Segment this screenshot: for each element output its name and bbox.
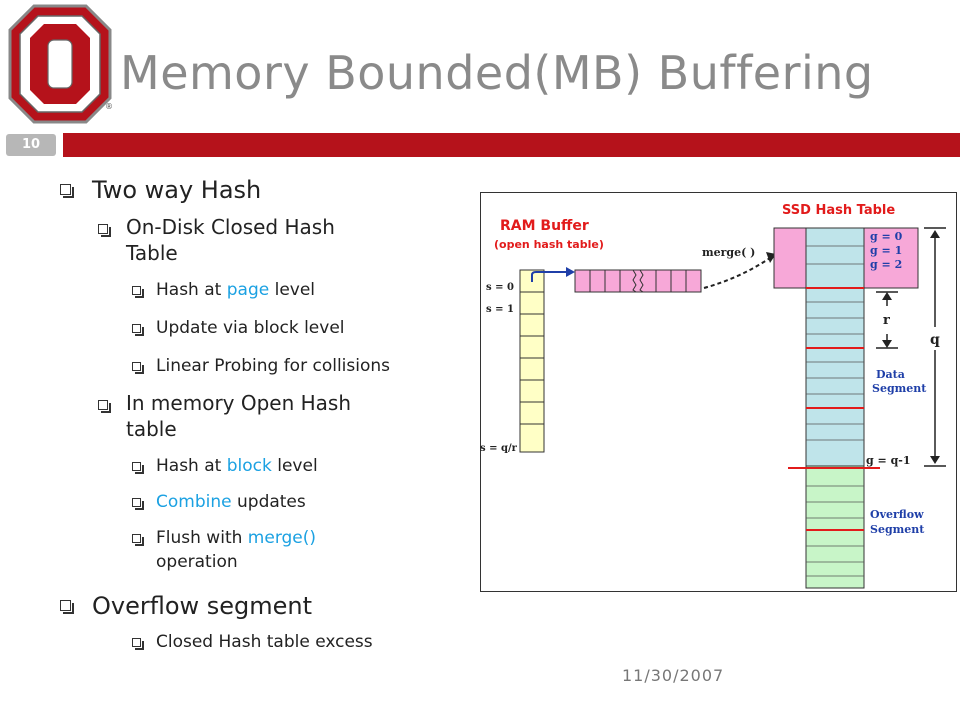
bullet-text: Hash at — [156, 280, 227, 300]
bullet-linear-probing: Linear Probing for collisions — [58, 354, 468, 378]
bullet-text: On-Disk Closed Hash — [126, 215, 335, 239]
label-r: r — [883, 313, 890, 328]
highlight-text: Combine — [156, 492, 232, 512]
bullet-text: updates — [231, 492, 306, 512]
checkbox-bullet-icon — [132, 362, 144, 374]
ram-buffer-subtitle: (open hash table) — [494, 238, 604, 251]
bullet-text: Update via block level — [156, 318, 345, 338]
ram-buffer-title: RAM Buffer — [500, 218, 589, 234]
label-q: q — [930, 332, 940, 348]
label-g2: g = 2 — [870, 258, 902, 271]
bullet-text-cont: operation — [156, 552, 238, 572]
data-segment-label-2: Segment — [872, 382, 927, 395]
checkbox-bullet-icon — [132, 286, 144, 298]
label-s1: s = 1 — [486, 304, 514, 315]
data-segment-label: Data — [876, 368, 905, 381]
overflow-segment-label-2: Segment — [870, 523, 925, 536]
bucket-chain — [574, 269, 702, 293]
q-dimension — [924, 227, 946, 467]
bullet-text: level — [271, 456, 318, 476]
ram-buffer-array — [519, 269, 545, 453]
slide-date: 11/30/2007 — [622, 666, 725, 685]
bullet-on-disk: On-Disk Closed Hash Table — [58, 214, 468, 266]
bullet-hash-page: Hash at page level — [58, 278, 468, 302]
label-g0: g = 0 — [870, 230, 903, 243]
checkbox-bullet-icon — [60, 184, 74, 198]
ram-link-arrow — [531, 271, 566, 282]
bullet-text: Overflow segment — [92, 592, 313, 620]
checkbox-bullet-icon — [132, 638, 144, 650]
bullet-text: Linear Probing for collisions — [156, 356, 390, 376]
bullet-text-cont: Table — [126, 241, 178, 265]
checkbox-bullet-icon — [98, 400, 111, 413]
bullet-overflow-segment: Overflow segment — [58, 588, 468, 624]
bullet-update-block: Update via block level — [58, 316, 468, 340]
bullet-text: In memory Open Hash — [126, 391, 352, 415]
bullet-in-memory: In memory Open Hash table — [58, 390, 468, 442]
bullet-text: Hash at — [156, 456, 227, 476]
bullet-closed-excess: Closed Hash table excess — [58, 630, 468, 654]
label-gq: g = q-1 — [866, 454, 910, 467]
bullet-flush: Flush with merge() operation — [58, 526, 468, 574]
highlight-text: page — [226, 280, 270, 300]
bullet-text-cont: table — [126, 417, 177, 441]
checkbox-bullet-icon — [60, 600, 74, 614]
highlight-text: block — [226, 456, 272, 476]
merge-label: merge( ) — [702, 246, 755, 259]
title-divider-bar — [63, 133, 960, 157]
ssd-hash-table — [773, 227, 919, 589]
overflow-segment-label: Overflow — [870, 508, 924, 521]
mb-buffering-diagram: RAM Buffer (open hash table) SSD Hash Ta… — [480, 192, 957, 592]
bullet-text: Closed Hash table excess — [156, 632, 373, 652]
bullet-text: Flush with — [156, 528, 248, 548]
checkbox-bullet-icon — [132, 324, 144, 336]
checkbox-bullet-icon — [132, 462, 144, 474]
slide-number: 10 — [6, 134, 56, 156]
label-g1: g = 1 — [870, 244, 902, 257]
highlight-text: merge() — [247, 528, 317, 548]
svg-text:®: ® — [105, 102, 113, 111]
bullet-two-way-hash: Two way Hash — [58, 172, 468, 208]
merge-arrow — [703, 257, 771, 289]
ohio-state-logo: ® — [8, 4, 113, 124]
bullet-hash-block: Hash at block level — [58, 454, 468, 478]
label-sq: s = q/r — [480, 443, 518, 454]
bullet-list: Two way Hash On-Disk Closed Hash Table H… — [58, 166, 468, 654]
checkbox-bullet-icon — [98, 224, 111, 237]
slide-title: Memory Bounded(MB) Buffering — [120, 46, 874, 100]
bullet-text: level — [269, 280, 316, 300]
ssd-title: SSD Hash Table — [782, 203, 895, 218]
bullet-text: Two way Hash — [92, 176, 262, 204]
bullet-combine: Combine updates — [58, 490, 468, 514]
checkbox-bullet-icon — [132, 498, 144, 510]
checkbox-bullet-icon — [132, 534, 144, 546]
label-s0: s = 0 — [486, 282, 514, 293]
